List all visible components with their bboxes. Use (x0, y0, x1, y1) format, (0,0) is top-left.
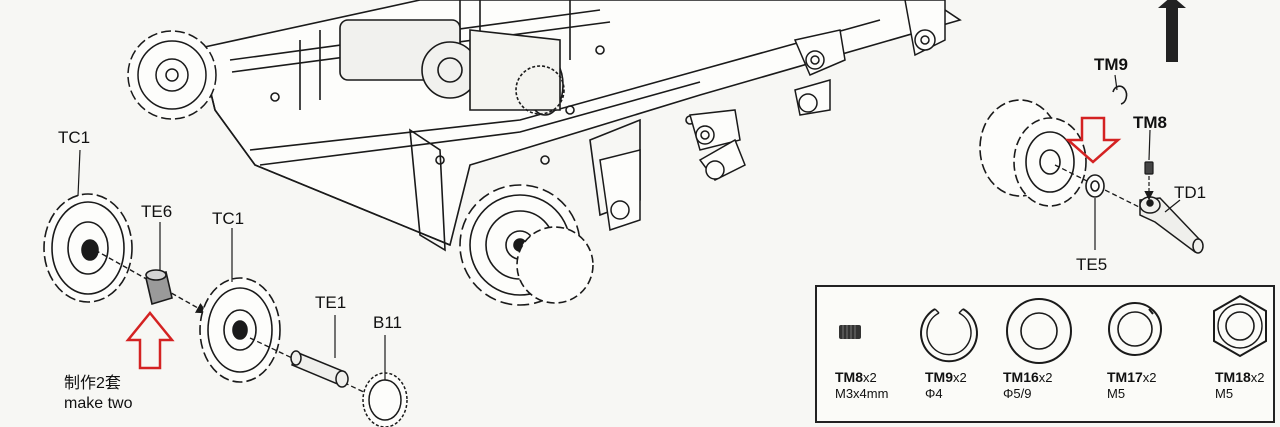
te6-spacer (145, 269, 173, 306)
leader-lines-left (77, 149, 386, 380)
te1-axle (290, 350, 349, 388)
hw-tm16-qty: x2 (1038, 370, 1053, 385)
label-tm9: TM9 (1094, 55, 1128, 74)
hw-tm17-qty: x2 (1142, 370, 1157, 385)
hw-tm18: TM18x2 M5 (1215, 369, 1265, 402)
hw-tm16: TM16x2 Φ5/9 (1003, 369, 1053, 402)
washer-icon (1006, 298, 1072, 364)
hw-tm8-spec: M3x4mm (835, 386, 889, 401)
hw-tm17-spec: M5 (1107, 386, 1126, 401)
suspension-arms (599, 0, 946, 231)
highlight-arrow-down (1064, 116, 1122, 164)
split-washer-icon (1108, 302, 1162, 356)
tc1-wheel-left (43, 193, 133, 303)
leader-lines-right (1094, 74, 1181, 250)
chassis-frame (199, 0, 962, 252)
hw-tm18-code: TM18 (1215, 369, 1251, 385)
hw-tm9: TM9x2 Φ4 (925, 369, 967, 402)
axle-line-left (94, 249, 208, 314)
hw-tm17-code: TM17 (1107, 369, 1143, 385)
hw-tm18-qty: x2 (1250, 370, 1265, 385)
set-screw-icon (839, 325, 861, 339)
tm9-clip (1112, 85, 1128, 105)
label-tc1-left: TC1 (58, 128, 90, 147)
hw-tm8-code: TM8 (835, 369, 863, 385)
drive-sprocket-right (979, 99, 1087, 207)
hw-tm8: TM8x2 M3x4mm (835, 369, 888, 402)
te5-spacer (1085, 174, 1105, 198)
rear-sprocket (127, 30, 217, 120)
label-tc1-mid: TC1 (212, 209, 244, 228)
b11-cap (362, 372, 408, 427)
hw-tm8-qty: x2 (863, 370, 877, 385)
hw-tm16-spec: Φ5/9 (1003, 386, 1032, 401)
e-clip-icon (920, 308, 978, 363)
label-td1: TD1 (1174, 183, 1206, 202)
direction-arrow-up (1158, 0, 1186, 62)
assembly-note: 制作2套 make two (64, 374, 132, 414)
hw-tm9-code: TM9 (925, 369, 953, 385)
front-sprocket (459, 184, 594, 306)
hw-tm17: TM17x2 M5 (1107, 369, 1157, 402)
label-te1: TE1 (315, 293, 346, 312)
hw-tm9-spec: Φ4 (925, 386, 943, 401)
tc1-wheel-mid (199, 277, 281, 383)
label-te6: TE6 (141, 202, 172, 221)
note-chinese: 制作2套 (64, 375, 121, 392)
hardware-legend: TM8x2 M3x4mm TM9x2 Φ4 TM16x2 Φ5/9 TM17x2… (815, 285, 1275, 423)
hex-nut-icon (1213, 294, 1267, 358)
hw-tm18-spec: M5 (1215, 386, 1234, 401)
label-b11: B11 (373, 313, 402, 332)
note-english: make two (64, 395, 133, 412)
td1-shaft (1139, 196, 1204, 254)
label-te5: TE5 (1076, 255, 1107, 274)
hw-tm9-qty: x2 (953, 370, 967, 385)
tm8-set-screw (1144, 161, 1154, 175)
highlight-arrow-up (125, 311, 175, 370)
label-tm8: TM8 (1133, 113, 1167, 132)
hw-tm16-code: TM16 (1003, 369, 1039, 385)
